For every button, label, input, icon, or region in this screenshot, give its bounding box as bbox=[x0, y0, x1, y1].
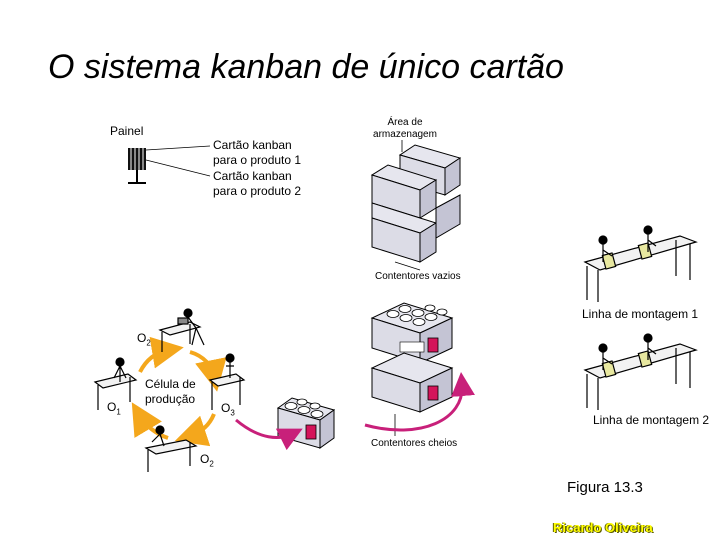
operator-o2-bottom-label: O2 bbox=[200, 452, 214, 469]
empty-containers-storage bbox=[370, 140, 462, 271]
figure-caption: Figura 13.3 bbox=[567, 479, 643, 496]
kanban-card-icon bbox=[427, 337, 439, 353]
area-armazenagem-label: Área de armazenagem bbox=[373, 117, 437, 140]
full-container-cell bbox=[276, 397, 336, 449]
painel-label: Painel bbox=[110, 124, 144, 138]
cartao-produto2-label: Cartão kanban para o produto 2 bbox=[213, 169, 302, 198]
contentores-cheios-label: Contentores cheios bbox=[371, 438, 458, 449]
operator-o1-label: O1 bbox=[107, 400, 121, 417]
painel-rack-icon bbox=[128, 145, 211, 184]
operator-o2-top-label: O2 bbox=[137, 331, 151, 348]
flow-arrow-to-container bbox=[235, 418, 303, 451]
cell-cycle-arrows bbox=[131, 336, 227, 447]
linha-montagem-1-label: Linha de montagem 1 bbox=[582, 307, 699, 321]
linha-montagem-2-label: Linha de montagem 2 bbox=[593, 413, 710, 427]
kanban-card-icon bbox=[427, 385, 439, 401]
author-signature: Ricardo Oliveira bbox=[553, 520, 653, 535]
operator-workstations bbox=[93, 308, 246, 472]
assembly-line-2 bbox=[583, 333, 698, 410]
kanban-card-icon bbox=[305, 424, 317, 440]
contentores-vazios-label: Contentores vazios bbox=[375, 271, 461, 282]
operator-o3-label: O3 bbox=[221, 401, 235, 418]
full-containers-stack bbox=[370, 302, 454, 436]
page-title: O sistema kanban de único cartão bbox=[48, 48, 564, 86]
cartao-produto1-label: Cartão kanban para o produto 1 bbox=[213, 138, 302, 167]
assembly-line-1 bbox=[583, 225, 698, 302]
flow-arrow-to-storage bbox=[364, 372, 475, 432]
